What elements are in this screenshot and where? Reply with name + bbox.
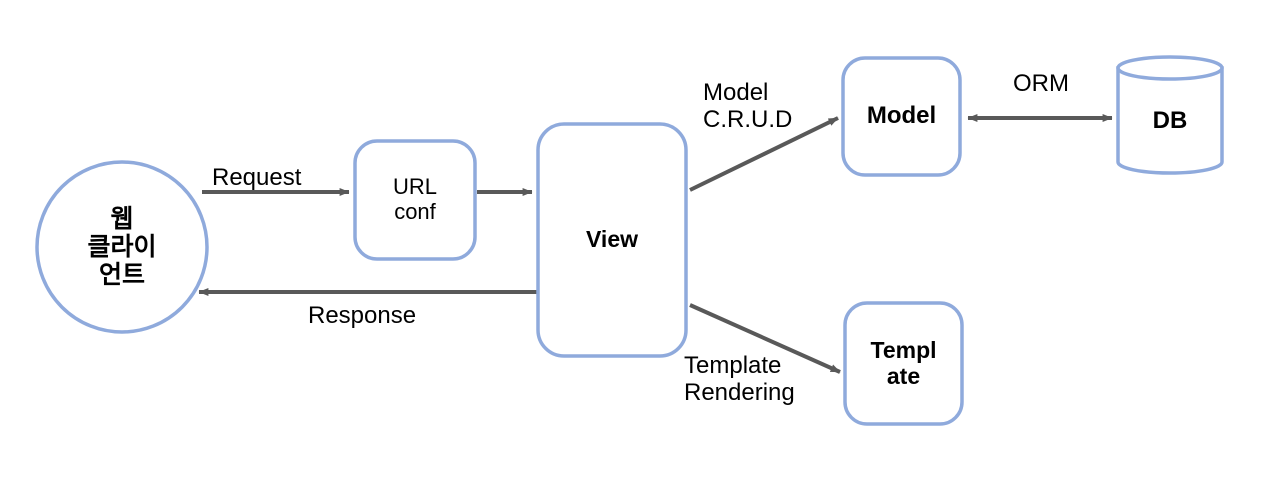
edge-label-model-crud: Model C.R.U.D: [703, 79, 793, 134]
edge-label-template-rendering: Template Rendering: [684, 352, 795, 407]
edge-model-crud: [689, 116, 839, 192]
node-client: [35, 160, 209, 334]
node-model: [841, 56, 962, 177]
edge-label-response: Response: [308, 302, 417, 329]
node-db: [1116, 55, 1224, 175]
edge-label-orm: ORM: [1013, 70, 1069, 97]
node-view: [536, 122, 688, 358]
node-urlconf: [353, 139, 477, 261]
node-template: [843, 301, 964, 426]
edge-label-request: Request: [212, 164, 302, 191]
edge-template-rendering: [689, 303, 841, 374]
